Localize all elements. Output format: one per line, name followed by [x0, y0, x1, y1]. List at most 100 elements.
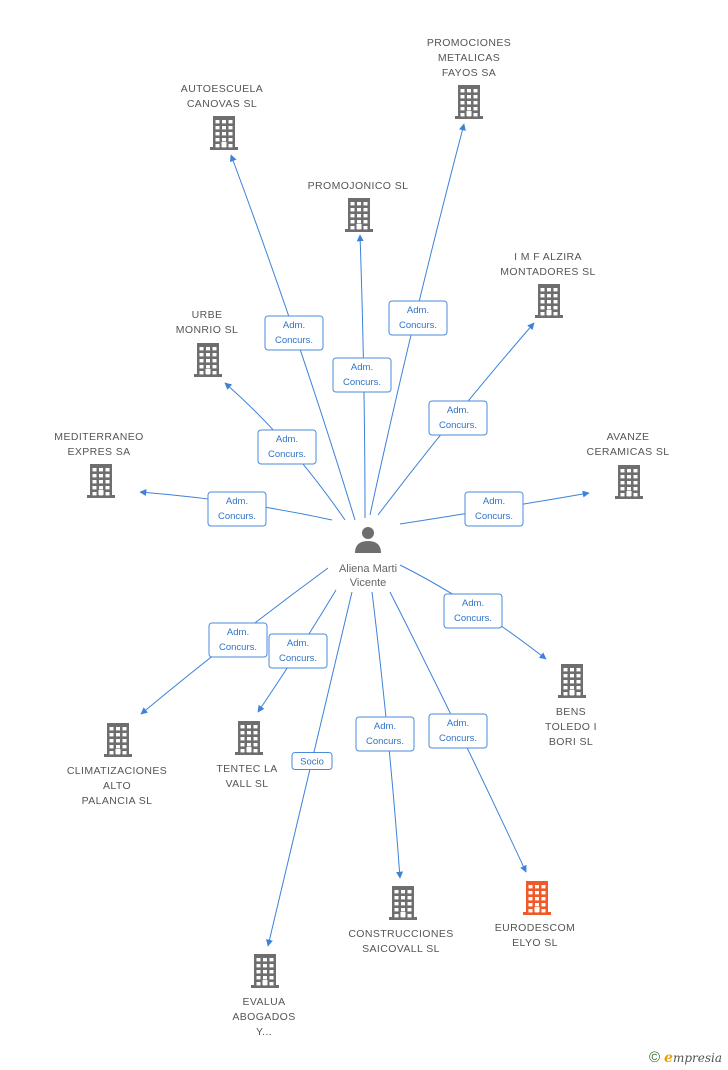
building-window: [460, 101, 465, 105]
building-icon[interactable]: [210, 116, 238, 150]
edge-label-box: [355, 716, 415, 752]
building-window: [263, 964, 267, 968]
company-label: EVALUA: [242, 996, 285, 1008]
building-window: [206, 347, 210, 351]
copyright-icon: ©: [648, 1049, 661, 1066]
edge-label-text: Concurs.: [219, 642, 257, 653]
building-window: [240, 725, 245, 729]
edge-label-urbe[interactable]: Adm.Concurs.: [257, 429, 317, 465]
building-icon[interactable]: [455, 85, 483, 119]
edge-label-text: Adm.: [351, 362, 373, 373]
building-window: [116, 745, 120, 749]
building-window: [541, 891, 546, 895]
footer-brand: © empresia: [649, 1049, 722, 1066]
building-icon[interactable]: [615, 465, 643, 499]
company-label: BORI SL: [549, 736, 593, 748]
building-window: [357, 214, 361, 218]
edge-label-tentec[interactable]: Adm.Concurs.: [268, 633, 328, 669]
building-window: [215, 144, 220, 148]
building-window: [620, 469, 625, 473]
building-window: [263, 970, 267, 974]
building-door: [356, 224, 362, 229]
edge-label-mediterraneo[interactable]: Adm.Concurs.: [207, 491, 267, 527]
building-icon[interactable]: [535, 284, 563, 318]
building-window: [228, 132, 233, 136]
edge-label-box: [443, 593, 503, 629]
building-window: [99, 468, 103, 472]
building-window: [401, 896, 405, 900]
edge-label-promojonico[interactable]: Adm.Concurs.: [332, 357, 392, 393]
building-window: [570, 680, 574, 684]
building-window: [99, 486, 103, 490]
edge-label-text: Concurs.: [279, 653, 317, 664]
building-icon[interactable]: [251, 954, 279, 988]
building-icon[interactable]: [235, 721, 263, 755]
building-window: [253, 731, 258, 735]
company-label: AUTOESCUELA: [181, 83, 263, 95]
building-window: [394, 890, 399, 894]
company-label: Y...: [256, 1026, 272, 1038]
building-icon[interactable]: [345, 198, 373, 232]
building-window: [105, 480, 110, 484]
building-icon[interactable]: [104, 723, 132, 757]
edge-label-box: [257, 429, 317, 465]
building-window: [105, 492, 110, 496]
edge-label-imf[interactable]: Adm.Concurs.: [428, 400, 488, 436]
company-label: TOLEDO I: [545, 721, 597, 733]
building-base: [389, 917, 417, 920]
building-window: [269, 976, 274, 980]
building-window: [553, 300, 558, 304]
building-icon[interactable]: [523, 881, 551, 915]
company-node-autoescuela[interactable]: AUTOESCUELA CANOVAS SL: [181, 83, 263, 150]
edge-label-autoescuela[interactable]: Adm.Concurs.: [264, 315, 324, 351]
edge-label-eurodescom[interactable]: Adm.Concurs.: [428, 713, 488, 749]
building-window: [563, 686, 568, 690]
building-base: [210, 147, 238, 150]
edge-label-bens[interactable]: Adm.Concurs.: [443, 593, 503, 629]
building-window: [253, 749, 258, 753]
building-icon[interactable]: [194, 343, 222, 377]
building-window: [547, 300, 551, 304]
edge-label-promociones[interactable]: Adm.Concurs.: [388, 300, 448, 336]
edge-label-avanze[interactable]: Adm.Concurs.: [464, 491, 524, 527]
building-window: [109, 739, 114, 743]
edge-label-text: Concurs.: [475, 511, 513, 522]
building-icon[interactable]: [87, 464, 115, 498]
building-door: [626, 491, 632, 496]
building-window: [247, 731, 251, 735]
building-icon[interactable]: [389, 886, 417, 920]
company-label: CANOVAS SL: [187, 98, 257, 110]
edge-label-construcciones[interactable]: Adm.Concurs.: [355, 716, 415, 752]
building-window: [263, 958, 267, 962]
building-base: [235, 752, 263, 755]
building-icon[interactable]: [558, 664, 586, 698]
edge-label-climatizaciones[interactable]: Adm.Concurs.: [208, 622, 268, 658]
building-window: [547, 306, 551, 310]
edge-label-text: Adm.: [283, 320, 305, 331]
building-window: [620, 475, 625, 479]
building-window: [116, 739, 120, 743]
building-window: [553, 312, 558, 316]
building-window: [269, 964, 274, 968]
edge-label-evalua[interactable]: Socio: [291, 752, 333, 770]
building-window: [357, 208, 361, 212]
building-window: [212, 347, 217, 351]
edge-label-box: [264, 315, 324, 351]
edge-label-text: Concurs.: [268, 449, 306, 460]
company-node-evalua[interactable]: EVALUAABOGADOSY...: [232, 954, 295, 1038]
building-base: [345, 229, 373, 232]
company-node-promojonico[interactable]: PROMOJONICO SL: [308, 180, 409, 232]
building-base: [455, 116, 483, 119]
building-window: [350, 226, 355, 230]
